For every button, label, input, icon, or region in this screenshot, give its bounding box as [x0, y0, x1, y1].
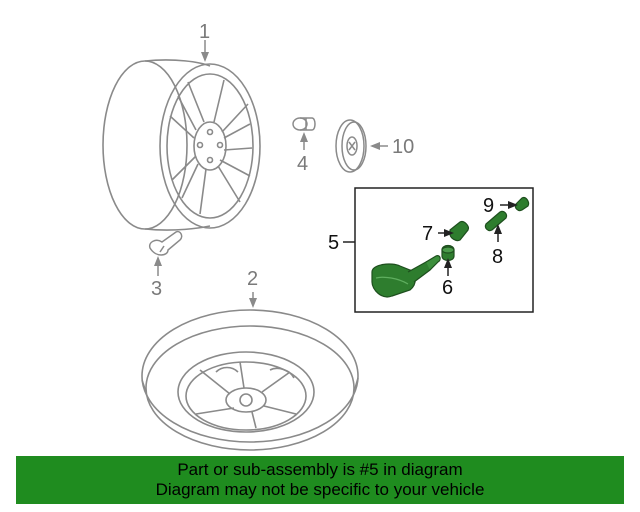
callout-5: 5 — [328, 232, 339, 254]
callout-7: 7 — [422, 223, 433, 245]
callout-6: 6 — [442, 277, 453, 299]
parts-diagram: 1 3 4 10 5 6 — [102, 21, 534, 451]
callout-1: 1 — [199, 21, 210, 43]
tpms-grommet-icon — [449, 221, 469, 242]
tpms-valve-cap-icon — [514, 197, 530, 212]
info-banner: Part or sub-assembly is #5 in diagram Di… — [16, 456, 624, 504]
tpms-assembly-box — [354, 187, 534, 313]
tpms-core-icon — [484, 210, 508, 232]
wheel-icon — [102, 59, 261, 231]
lug-nut-icon — [292, 117, 316, 131]
callout-4: 4 — [297, 153, 308, 175]
center-cap-icon — [335, 119, 367, 173]
spare-tire-icon — [141, 309, 359, 451]
callout-10: 10 — [392, 136, 414, 158]
banner-line-2: Diagram may not be specific to your vehi… — [155, 480, 485, 499]
tpms-nut-icon — [441, 244, 455, 262]
valve-stem-icon — [148, 230, 183, 256]
callout-2: 2 — [247, 268, 258, 290]
callout-3: 3 — [151, 278, 162, 300]
banner-line-1: Part or sub-assembly is #5 in diagram — [177, 460, 463, 479]
tpms-sensor-icon — [371, 255, 441, 298]
callout-9: 9 — [483, 195, 494, 217]
callout-8: 8 — [492, 246, 503, 268]
